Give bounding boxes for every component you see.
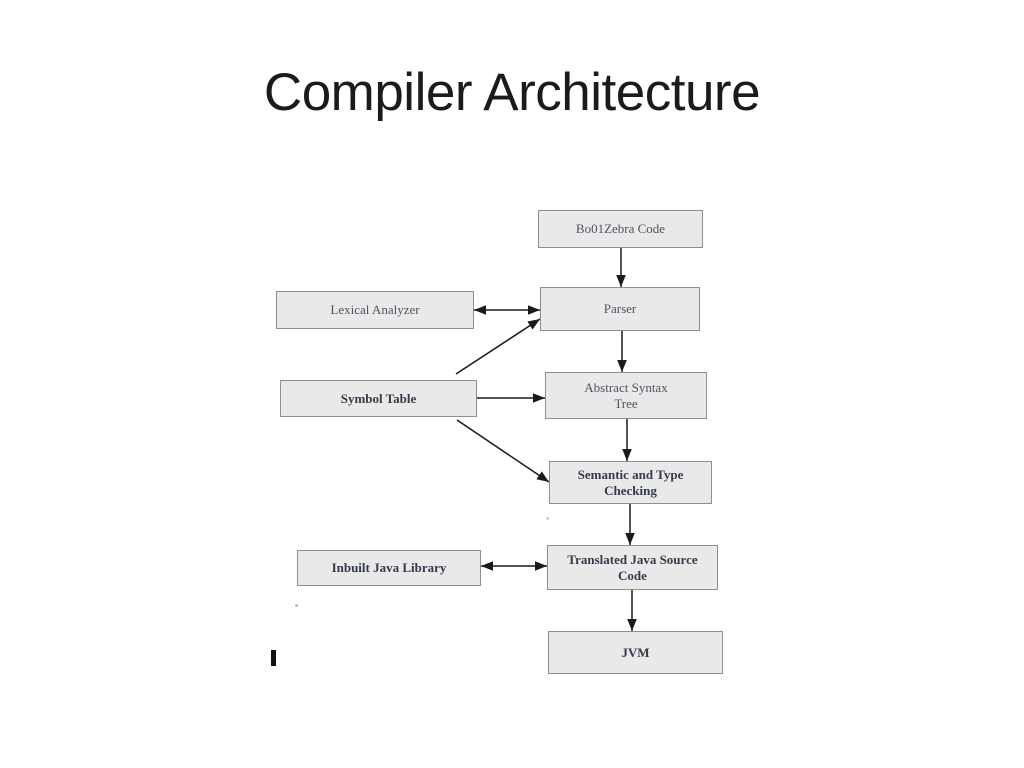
- node-parser: Parser: [540, 287, 700, 331]
- edge-symbol-table-to-semantic-checking: [456, 419, 550, 483]
- node-jvm: JVM: [548, 631, 723, 674]
- node-inbuilt-java-library: Inbuilt Java Library: [297, 550, 481, 586]
- node-semantic-type-checking: Semantic and Type Checking: [549, 461, 712, 504]
- node-parser-label: Parser: [603, 301, 637, 317]
- node-symbol-table-label: Symbol Table: [340, 390, 417, 406]
- stray-vertical-bar-mark: [271, 650, 276, 666]
- node-semantic-type-checking-label: Semantic and Type Checking: [577, 467, 684, 498]
- stray-dot-mark: [295, 604, 298, 607]
- node-symbol-table: Symbol Table: [280, 380, 477, 417]
- node-translated-java-source-label: Translated Java Source Code: [567, 552, 698, 583]
- node-jvm-label: JVM: [621, 644, 650, 660]
- node-abstract-syntax-tree: Abstract Syntax Tree: [545, 372, 707, 419]
- node-lexical-analyzer: Lexical Analyzer: [276, 291, 474, 329]
- node-bo01zebra-code: Bo01Zebra Code: [538, 210, 703, 248]
- stray-dot-mark: [546, 517, 549, 520]
- node-translated-java-source: Translated Java Source Code: [547, 545, 718, 590]
- node-bo01zebra-code-label: Bo01Zebra Code: [575, 221, 666, 237]
- node-lexical-analyzer-label: Lexical Analyzer: [330, 302, 420, 318]
- slide-title: Compiler Architecture: [263, 63, 761, 122]
- node-inbuilt-java-library-label: Inbuilt Java Library: [331, 560, 447, 576]
- node-abstract-syntax-tree-label: Abstract Syntax Tree: [584, 380, 668, 411]
